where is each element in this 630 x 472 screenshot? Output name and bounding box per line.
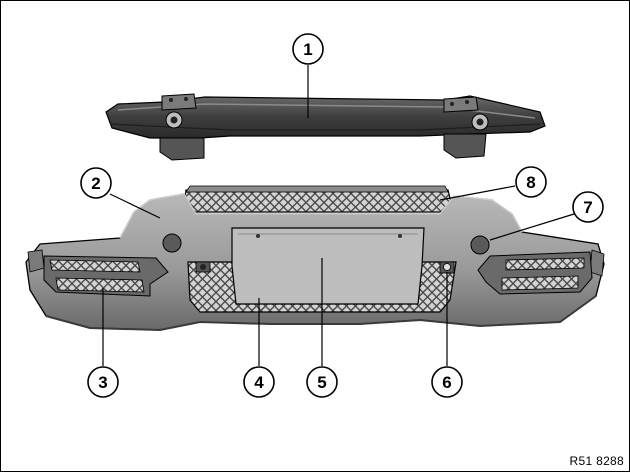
callout-2-label: 2 [91, 174, 100, 193]
leader-line-8 [439, 185, 516, 201]
callout-7-label: 7 [583, 198, 592, 217]
licence-plate-base [231, 227, 425, 305]
callout-7: 7 [572, 191, 604, 223]
right-side-grille [477, 251, 593, 295]
callout-1-label: 1 [303, 40, 312, 59]
callout-5-label: 5 [317, 373, 326, 392]
callout-2-circle [80, 167, 112, 199]
callout-8-circle [515, 166, 547, 198]
towing-eye-cover [439, 261, 455, 274]
callout-4-circle [243, 366, 275, 398]
leader-line-2 [109, 193, 161, 219]
callout-3-label: 3 [98, 373, 107, 392]
leader-line-7 [489, 213, 575, 241]
callout-3-circle [87, 366, 119, 398]
left-side-grille [43, 255, 169, 297]
callout-8: 8 [515, 166, 547, 198]
callout-3: 3 [87, 366, 119, 398]
upper-grille [183, 185, 453, 213]
callout-5: 5 [306, 366, 338, 398]
callout-6-circle [431, 366, 463, 398]
callout-5-circle [306, 366, 338, 398]
callout-4-label: 4 [254, 373, 264, 392]
callout-1: 1 [292, 33, 324, 65]
bumper-carrier-beam [105, 93, 546, 161]
figure-reference-code: R51 8288 [569, 454, 624, 468]
callout-2: 2 [80, 167, 112, 199]
callout-6-label: 6 [442, 373, 451, 392]
callout-1-circle [292, 33, 324, 65]
leader-lines [102, 65, 575, 366]
callout-4: 4 [243, 366, 275, 398]
callout-8-label: 8 [526, 173, 535, 192]
callout-7-circle [572, 191, 604, 223]
callout-6: 6 [431, 366, 463, 398]
